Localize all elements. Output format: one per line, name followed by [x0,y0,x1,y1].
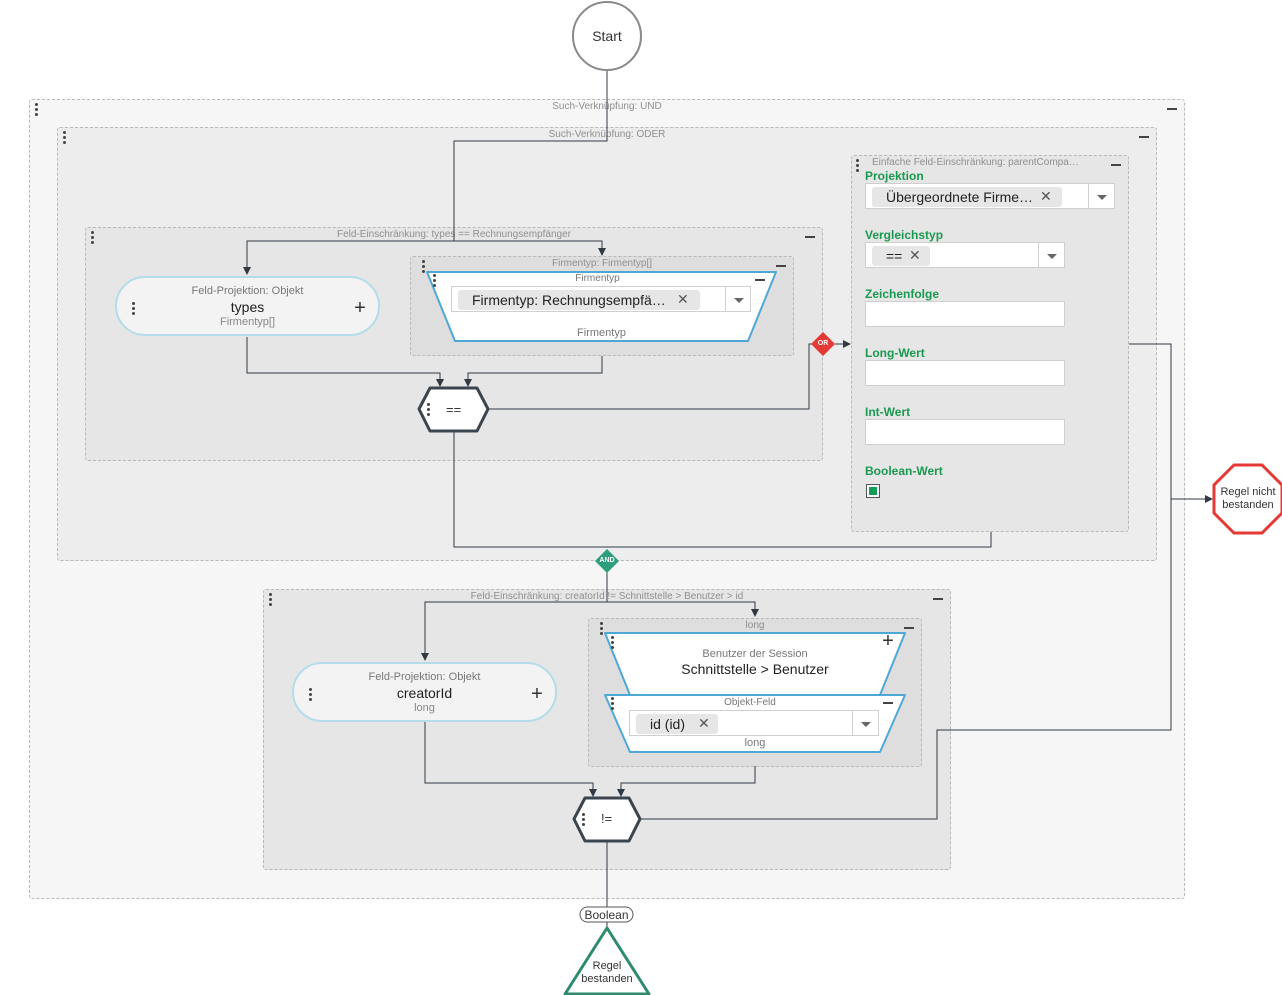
collapse-icon[interactable] [933,598,943,600]
collapse-icon[interactable] [1111,164,1121,166]
fail-label-line1: Regel nicht [1220,486,1276,498]
projection-name: creatorId [396,685,453,701]
long-wert-input[interactable] [865,360,1065,386]
feld-projektion-types[interactable]: Feld-Projektion: Objekt types Firmentyp[… [115,276,380,336]
menu-dots-icon[interactable] [422,260,428,275]
menu-dots-icon[interactable] [132,302,138,317]
boolean-wert-checkbox[interactable] [866,484,880,498]
chip-remove-icon[interactable]: ✕ [1040,188,1052,204]
menu-dots-icon[interactable] [433,274,439,289]
operator-neq-shape [572,796,642,843]
zeichenfolge-label: Zeichenfolge [865,287,940,301]
menu-dots-icon[interactable] [91,231,97,246]
firmentyp-top-label: Firmentyp [575,273,620,284]
projection-type-label: Feld-Projektion: Objekt [191,285,304,297]
chevron-down-icon[interactable] [1097,195,1107,200]
chip-text: Übergeordnete Firme… [886,189,1034,205]
chip-text: == [886,248,903,264]
projektion-select[interactable]: Übergeordnete Firme… ✕ [865,183,1115,209]
chevron-down-icon[interactable] [1047,254,1057,259]
vergleichstyp-select[interactable]: == ✕ [865,242,1065,268]
boolean-output-label: Boolean [584,908,629,922]
collapse-icon[interactable] [755,279,765,281]
boolean-label-shape [579,906,634,923]
projection-datatype: Firmentyp[] [219,316,275,328]
menu-dots-icon[interactable] [582,813,588,828]
and-badge-shape [595,549,619,573]
pass-node-shape [563,926,651,995]
long-wert-label: Long-Wert [865,346,925,360]
start-node [572,1,642,71]
and-badge-label: AND [599,557,615,564]
int-wert-input[interactable] [865,419,1065,445]
add-icon[interactable]: + [531,683,543,705]
zeichenfolge-input[interactable] [865,301,1065,327]
int-wert-label: Int-Wert [865,405,911,419]
chevron-down-icon[interactable] [734,298,744,303]
chevron-down-icon[interactable] [861,722,871,727]
objekt-feld-select[interactable]: id (id) ✕ [629,710,879,736]
add-icon[interactable]: + [882,630,894,652]
projection-type-label: Feld-Projektion: Objekt [368,671,481,683]
projektion-chip[interactable]: Übergeordnete Firme… ✕ [872,187,1062,207]
add-icon[interactable]: + [354,297,366,319]
chip-text: Firmentyp: Rechnungsempfä… [472,292,666,308]
menu-dots-icon[interactable] [269,593,275,608]
collapse-icon[interactable] [1139,136,1149,138]
collapse-icon[interactable] [883,702,893,704]
fail-label-line2: bestanden [1222,499,1274,511]
firmentyp-chip[interactable]: Firmentyp: Rechnungsempfä… ✕ [458,290,700,310]
collapse-icon[interactable] [776,265,786,267]
collapse-icon[interactable] [904,627,914,629]
checkbox-fill [869,487,877,495]
operator-eq-shape [417,386,490,433]
chip-remove-icon[interactable]: ✕ [677,291,689,307]
boolean-wert-label: Boolean-Wert [865,464,943,478]
select-divider [852,711,853,735]
group-title: Einfache Feld-Einschränkung: parentCompa… [872,157,1079,168]
or-badge-shape [811,332,835,356]
menu-dots-icon[interactable] [600,622,606,637]
firmentyp-bottom-label: Firmentyp [577,327,626,339]
session-top-label: Benutzer der Session [702,648,808,660]
objekt-feld-top-label: Objekt-Feld [724,697,776,708]
chip-remove-icon[interactable]: ✕ [909,247,921,263]
collapse-icon[interactable] [1167,108,1177,110]
menu-dots-icon[interactable] [63,131,69,146]
chip-text: id (id) [650,716,686,732]
menu-dots-icon[interactable] [427,403,433,418]
operator-neq-label: != [601,811,613,826]
menu-dots-icon[interactable] [35,103,41,118]
objekt-feld-chip[interactable]: id (id) ✕ [636,714,718,734]
projection-name: types [230,299,265,315]
firmentyp-select[interactable]: Firmentyp: Rechnungsempfä… ✕ [451,286,751,312]
pass-label-line1: Regel [592,960,622,972]
operator-eq-label: == [446,402,462,417]
pass-label-line2: bestanden [581,973,633,985]
select-divider [725,287,726,311]
vergleichstyp-chip[interactable]: == ✕ [872,246,930,266]
fail-node-shape [1212,463,1282,535]
group-title: long [745,620,765,631]
menu-dots-icon[interactable] [856,159,862,174]
menu-dots-icon[interactable] [611,697,617,712]
start-label: Start [592,28,622,44]
projection-datatype: long [414,702,435,714]
or-badge-label: OR [817,340,829,347]
collapse-icon[interactable] [805,236,815,238]
select-divider [1038,243,1039,267]
group-einfache-feld-einschraenkung[interactable]: Einfache Feld-Einschränkung: parentCompa… [851,155,1129,532]
menu-dots-icon[interactable] [611,636,617,651]
menu-dots-icon[interactable] [309,688,315,703]
projektion-label: Projektion [865,169,924,183]
feld-projektion-creatorid[interactable]: Feld-Projektion: Objekt creatorId long + [292,662,557,722]
objekt-feld-bottom-label: long [744,737,766,749]
group-title: Firmentyp: Firmentyp[] [551,258,653,269]
chip-remove-icon[interactable]: ✕ [698,715,710,731]
session-main-label: Schnittstelle > Benutzer [681,661,829,677]
vergleichstyp-label: Vergleichstyp [865,228,944,242]
select-divider [1088,184,1089,208]
